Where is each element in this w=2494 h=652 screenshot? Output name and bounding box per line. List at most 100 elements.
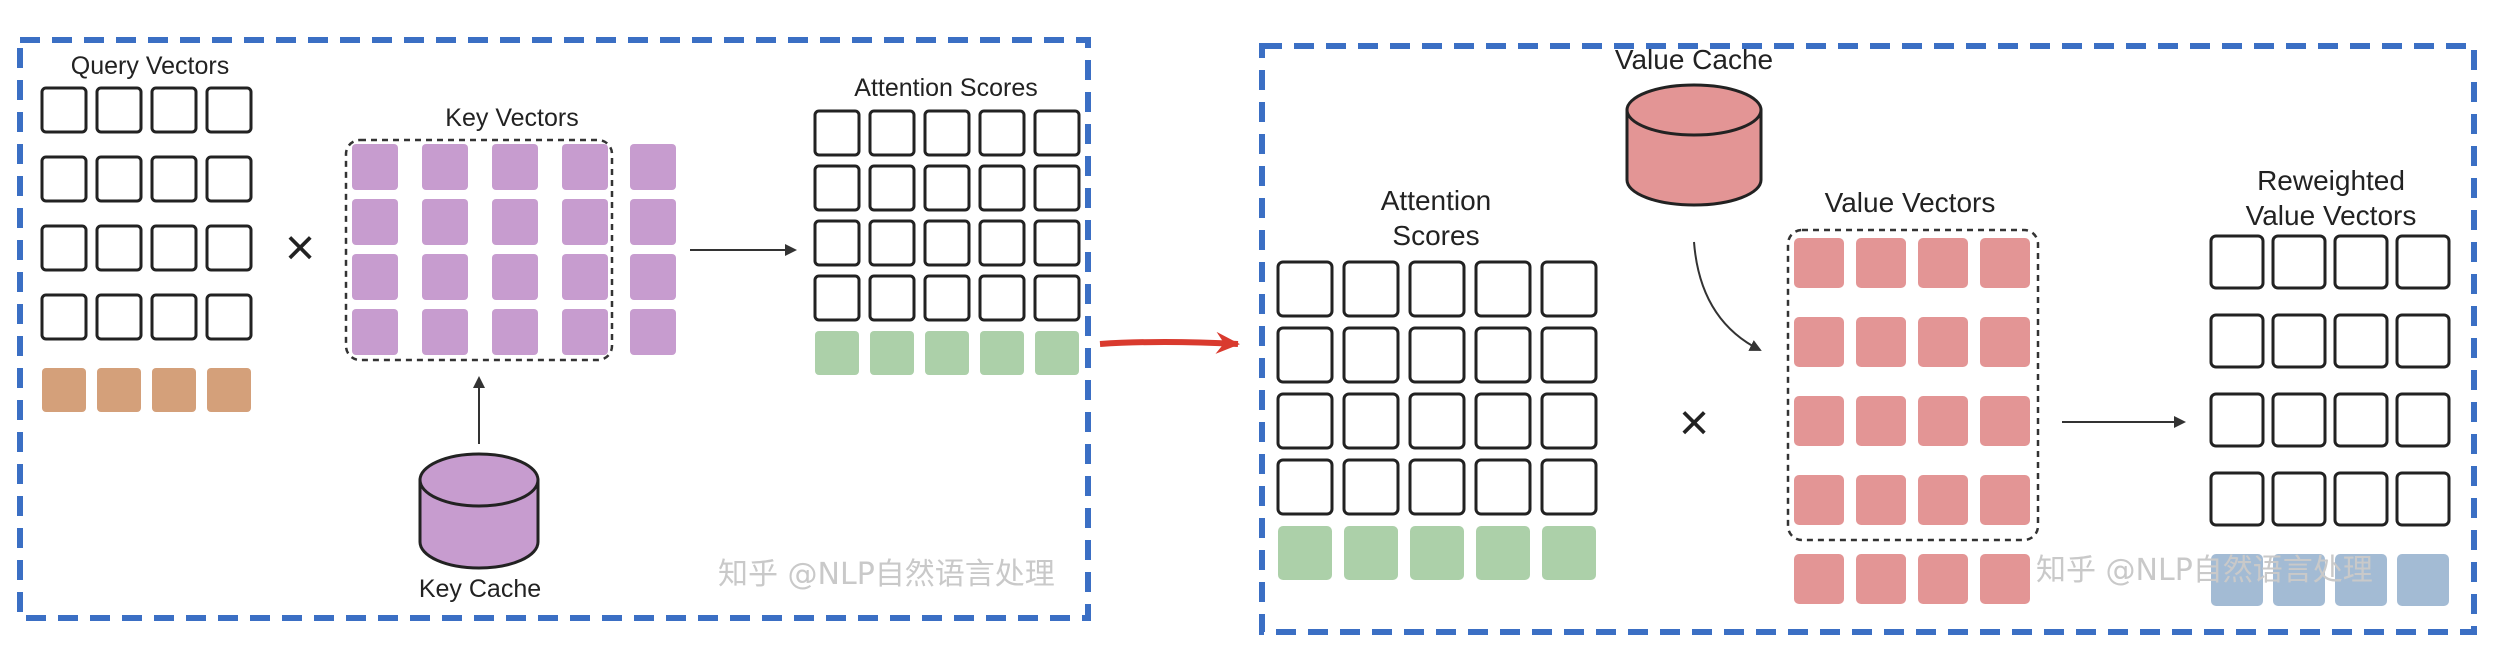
value-cell: [1918, 317, 1968, 367]
value-new-cell: [1794, 554, 1844, 604]
score-cell: [978, 164, 1026, 212]
value-cell: [1794, 238, 1844, 288]
attention-scores-label-right-line2: Scores: [1392, 220, 1479, 251]
reweighted-cell: [2333, 313, 2389, 369]
query-cell: [150, 224, 198, 272]
reweighted-cell: [2209, 471, 2265, 527]
key-cell: [492, 309, 538, 355]
score-cell: [923, 109, 971, 157]
score-cell: [868, 274, 916, 322]
reweighted-cell: [2395, 392, 2451, 448]
score-cell: [1342, 326, 1400, 384]
score-cell: [1408, 392, 1466, 450]
value-cell: [1980, 475, 2030, 525]
query-cell: [150, 155, 198, 203]
score-cell: [1474, 458, 1532, 516]
score-new-cell: [1542, 526, 1596, 580]
right-panel-frame: [1259, 43, 2477, 635]
score-new-cell: [1035, 331, 1079, 375]
key-vectors-label: Key Vectors: [445, 104, 578, 132]
key-cell: [492, 144, 538, 190]
query-cell: [40, 293, 88, 341]
multiply-icon: ×: [1679, 394, 1709, 452]
value-cell: [1980, 396, 2030, 446]
reweighted-cell: [2395, 313, 2451, 369]
reweighted-cell: [2333, 392, 2389, 448]
value-cell: [1918, 238, 1968, 288]
score-cell: [923, 274, 971, 322]
reweighted-cell: [2271, 234, 2327, 290]
query-cell: [95, 155, 143, 203]
score-cell: [1342, 260, 1400, 318]
key-new-cell: [630, 144, 676, 190]
score-new-cell: [815, 331, 859, 375]
key-cell: [562, 254, 608, 300]
reweighted-label-line2: Value Vectors: [2246, 200, 2417, 231]
reweighted-cell: [2333, 234, 2389, 290]
query-cell: [40, 86, 88, 134]
score-cell: [1276, 392, 1334, 450]
query-cell: [205, 155, 253, 203]
key-cell: [352, 309, 398, 355]
key-cell: [422, 309, 468, 355]
key-cell: [562, 144, 608, 190]
reweighted-label-line1: Reweighted: [2257, 165, 2405, 196]
score-cell: [1540, 392, 1598, 450]
key-new-cell: [630, 309, 676, 355]
score-cell: [1342, 458, 1400, 516]
reweighted-new-cell: [2335, 554, 2387, 606]
query-cell: [95, 86, 143, 134]
key-cell: [562, 199, 608, 245]
query-cell: [150, 86, 198, 134]
reweighted-new-cell: [2273, 554, 2325, 606]
score-cell: [868, 219, 916, 267]
reweighted-cell: [2271, 471, 2327, 527]
reweighted-cell: [2271, 313, 2327, 369]
query-cell: [40, 224, 88, 272]
key-cache-cylinder-icon: [418, 452, 540, 570]
score-cell: [1408, 458, 1466, 516]
score-cell: [868, 109, 916, 157]
key-vectors-cache-outline: [344, 138, 614, 362]
value-cell: [1856, 238, 1906, 288]
query-new-cell: [97, 368, 141, 412]
value-cache-cylinder-icon: [1625, 83, 1763, 207]
score-cell: [813, 219, 861, 267]
key-cell: [352, 199, 398, 245]
value-cell: [1856, 317, 1906, 367]
score-new-cell: [1476, 526, 1530, 580]
key-cell: [352, 254, 398, 300]
key-new-cell: [630, 199, 676, 245]
value-cell: [1794, 396, 1844, 446]
reweighted-vectors-grid: [2209, 234, 2451, 606]
value-cell: [1980, 238, 2030, 288]
score-cell: [868, 164, 916, 212]
value-vectors-grid: [1794, 238, 2030, 604]
score-cell: [1408, 326, 1466, 384]
value-cell: [1856, 396, 1906, 446]
score-cell: [978, 109, 1026, 157]
value-vectors-cache-outline: [1786, 228, 2040, 542]
query-cell: [150, 293, 198, 341]
reweighted-cell: [2395, 234, 2451, 290]
score-cell: [813, 109, 861, 157]
score-cell: [978, 274, 1026, 322]
query-new-cell: [207, 368, 251, 412]
value-vectors-label: Value Vectors: [1825, 187, 1996, 218]
query-new-cell: [42, 368, 86, 412]
arrow-icon: [1099, 331, 1240, 354]
key-cell: [422, 254, 468, 300]
reweighted-cell: [2395, 471, 2451, 527]
score-new-cell: [925, 331, 969, 375]
watermark-left: 知乎 @NLP自然语言处理: [718, 557, 1055, 592]
score-cell: [1033, 109, 1081, 157]
key-cell: [492, 199, 538, 245]
score-cell: [1276, 458, 1334, 516]
value-cell: [1980, 317, 2030, 367]
reweighted-cell: [2271, 392, 2327, 448]
value-cell: [1794, 317, 1844, 367]
query-cell: [205, 86, 253, 134]
query-vectors-grid: [40, 86, 253, 412]
score-cell: [1408, 260, 1466, 318]
